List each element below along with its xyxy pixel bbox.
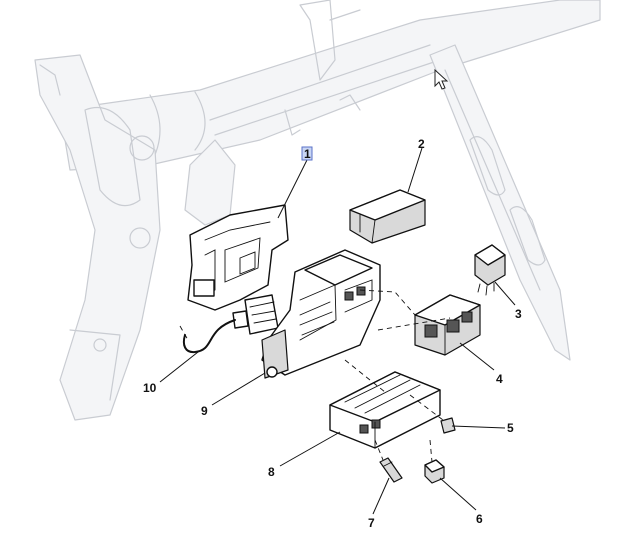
part-cover[interactable] [349,189,426,244]
right-pillar [429,44,571,361]
part-relay[interactable] [474,244,506,296]
callout-5[interactable]: 5 [507,421,514,435]
assembly-lines [179,289,451,463]
part-bracket[interactable] [187,204,289,311]
callout-9[interactable]: 9 [201,404,208,418]
callout-7[interactable]: 7 [368,516,375,530]
part-wire-harness[interactable] [182,294,279,354]
part-micro-relay[interactable] [424,459,445,484]
background-structure [34,0,601,421]
callout-4[interactable]: 4 [496,372,503,386]
left-bracket [34,54,161,421]
part-fuse[interactable] [379,457,403,483]
callout-6[interactable]: 6 [476,512,483,526]
part-mini-fuse[interactable] [440,417,456,434]
callout-10[interactable]: 10 [143,381,157,395]
callouts: 1 2 3 4 5 6 7 8 9 10 [143,137,522,530]
part-fuse-block-housing[interactable] [261,249,381,379]
leader-lines [159,147,516,515]
callout-3[interactable]: 3 [515,307,522,321]
callout-2[interactable]: 2 [418,137,425,151]
callout-highlight [301,146,313,161]
mouse-pointer-icon [434,68,449,90]
part-connector-block[interactable] [414,294,481,356]
callout-1[interactable]: 1 [304,147,311,161]
callout-8[interactable]: 8 [268,465,275,479]
part-fuse-relay-block[interactable] [329,371,441,449]
